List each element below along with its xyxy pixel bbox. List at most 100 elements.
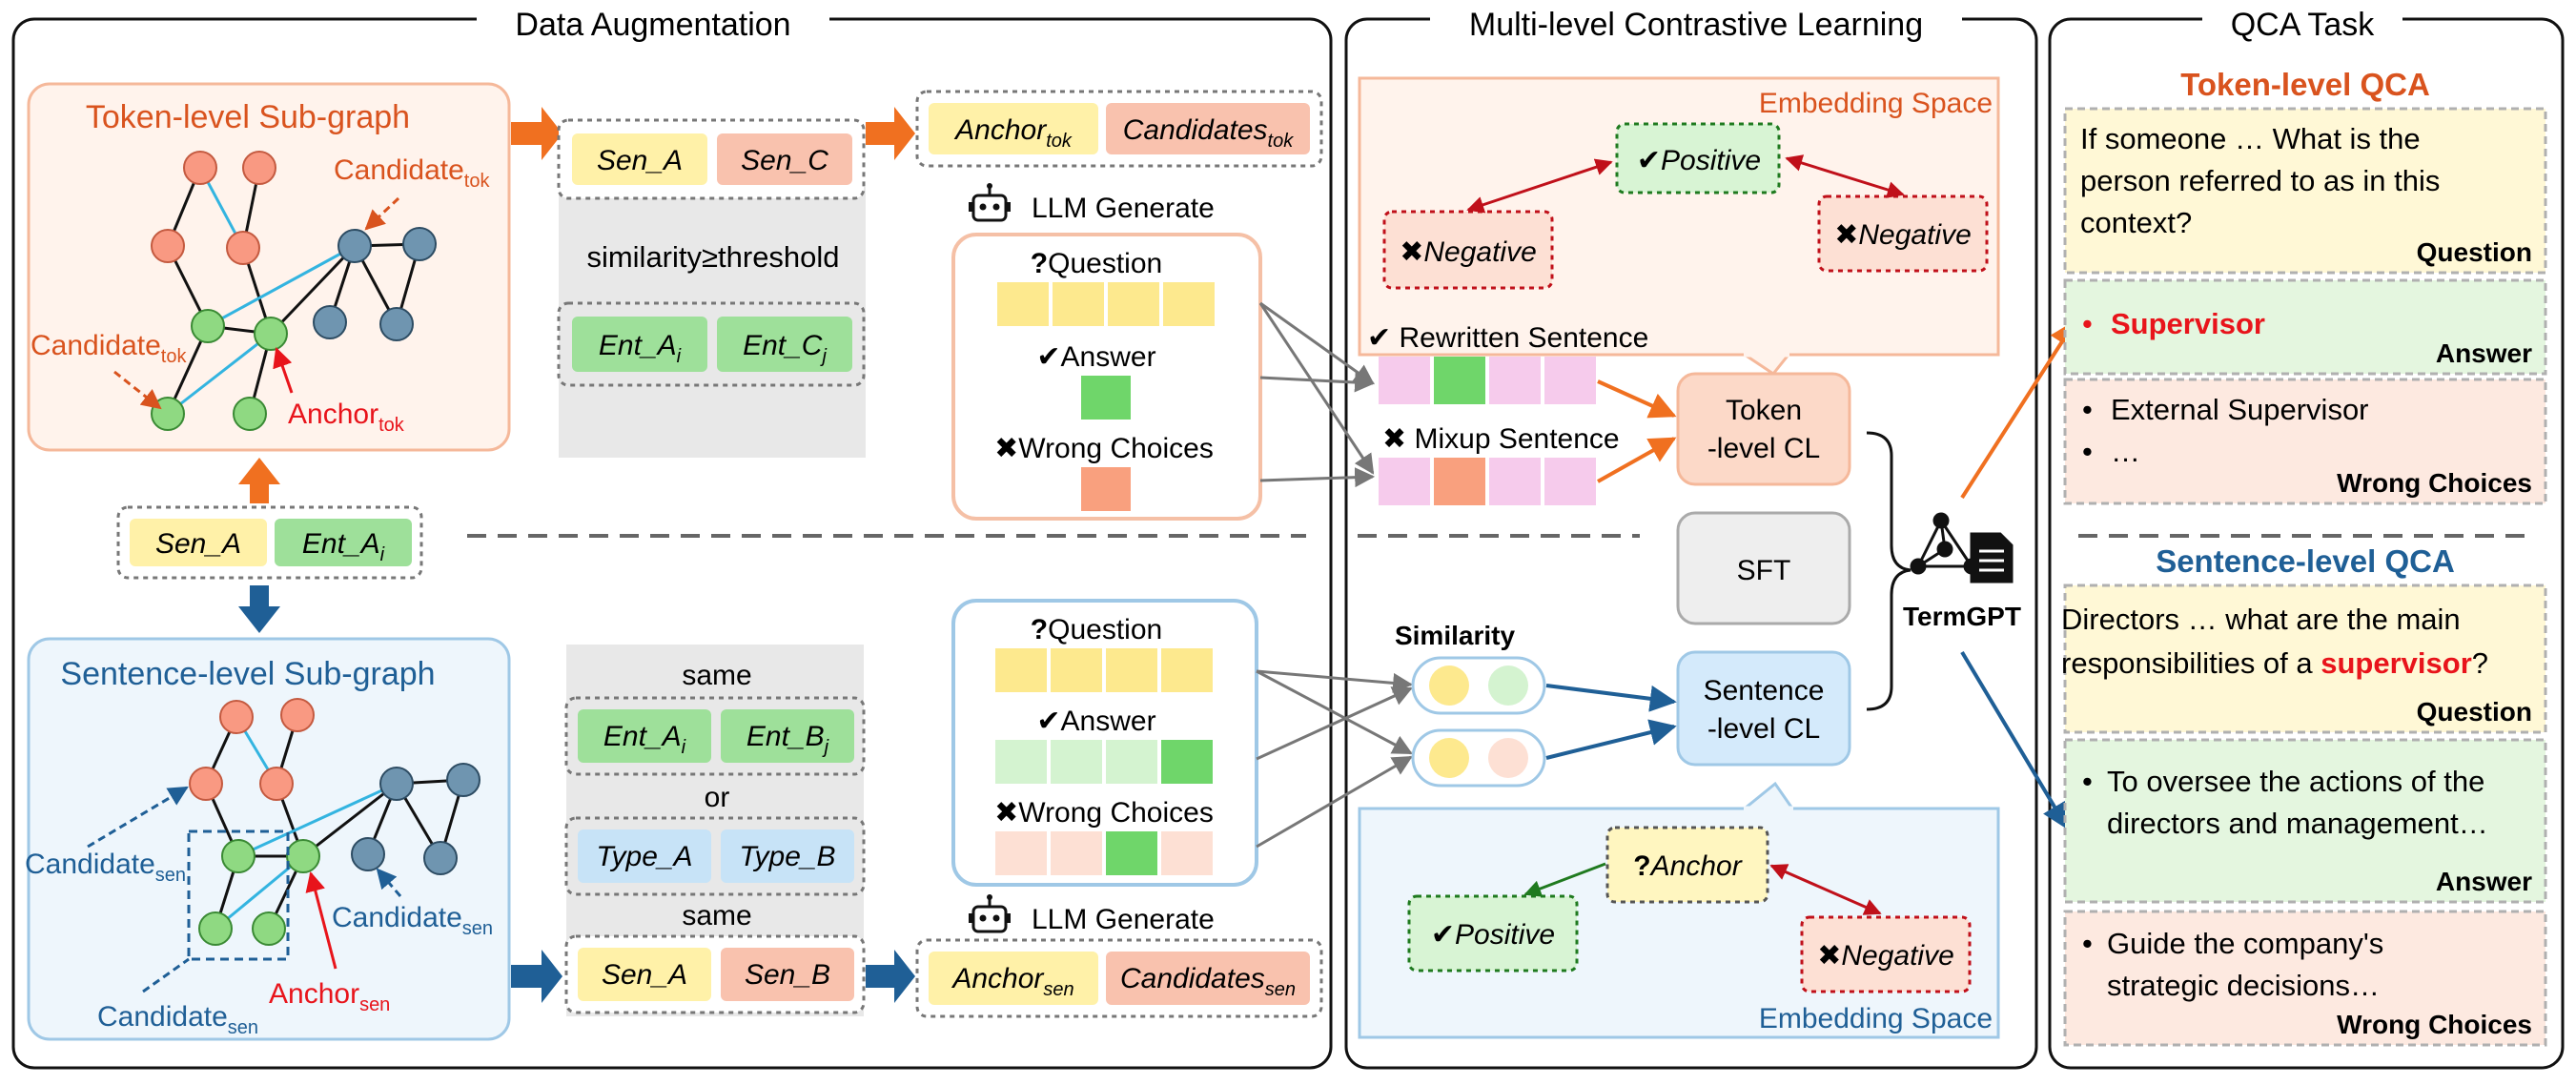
anchor-label: ?Anchor bbox=[1633, 850, 1742, 882]
token-wrong-bullet: • bbox=[2082, 393, 2093, 426]
sentence-candidate-right-label: Candidatesen bbox=[332, 902, 493, 939]
graph-node bbox=[379, 767, 414, 801]
token-wrong-2: … bbox=[2111, 435, 2140, 468]
arrow-orange bbox=[511, 107, 562, 160]
sentence-question-line2: responsibilities of a supervisor? bbox=[2061, 646, 2488, 680]
connector-arrows bbox=[1256, 301, 1414, 849]
similarity-block: Similarity bbox=[1395, 621, 1677, 788]
graph-node bbox=[252, 911, 286, 946]
graph-node bbox=[183, 151, 217, 185]
center-sen-a: Sen_A bbox=[155, 528, 241, 560]
llm-generate-sentence: ?Question ✔Answer ✖Wrong Choices LLM Gen… bbox=[951, 599, 1258, 935]
question-tag: Question bbox=[2417, 237, 2532, 267]
sentence-wrong-line1: Guide the company's bbox=[2107, 927, 2383, 960]
rewritten-cells bbox=[1379, 357, 1596, 404]
token-augmentation: Sen_A Sen_C similarity≥threshold Ent_Ai … bbox=[511, 90, 1323, 458]
sentence-qca-title: Sentence-level QCA bbox=[2156, 543, 2455, 579]
sft-label: SFT bbox=[1737, 555, 1791, 586]
augmentation-title: Data Augmentation bbox=[515, 7, 790, 43]
qca-title: QCA Task bbox=[2231, 7, 2376, 43]
sentence-candidate-left-label: Candidatesen bbox=[25, 849, 186, 886]
answer-cells bbox=[995, 740, 1213, 784]
robot-icon bbox=[969, 894, 1011, 933]
wrong-choices-label: ✖Wrong Choices bbox=[994, 797, 1214, 829]
anchor-tok: Anchortok bbox=[953, 114, 1073, 152]
mixup-cells bbox=[1379, 458, 1596, 505]
graph-node bbox=[233, 397, 267, 431]
graph-node bbox=[259, 767, 294, 801]
answer-label: ✔Answer bbox=[1036, 706, 1155, 737]
graph-node bbox=[313, 305, 347, 339]
positive-label: ✔Positive bbox=[1637, 145, 1761, 176]
sentence-wrong-line2: strategic decisions… bbox=[2107, 969, 2380, 1002]
graph-node bbox=[351, 837, 385, 871]
center-pair: Sen_A Ent_Ai bbox=[116, 505, 423, 580]
token-answer: Supervisor bbox=[2111, 307, 2265, 340]
token-embedding-space: Embedding Space ✔Positive ✖Negative ✖Neg… bbox=[1358, 76, 2000, 377]
graph-node bbox=[191, 309, 225, 343]
wrong-cells bbox=[995, 831, 1213, 875]
token-cl-box bbox=[1676, 372, 1851, 486]
graph-node bbox=[151, 229, 185, 263]
arrow-orange bbox=[866, 107, 915, 160]
sentence-answer-line2: directors and management… bbox=[2107, 807, 2488, 840]
graph-node bbox=[446, 763, 480, 797]
wrong-tag: Wrong Choices bbox=[2337, 1010, 2532, 1039]
token-wrong-bullet: • bbox=[2082, 435, 2093, 468]
question-tag: Question bbox=[2417, 697, 2532, 727]
similarity-threshold: similarity≥threshold bbox=[586, 240, 839, 274]
termgpt-icon bbox=[1910, 512, 2014, 583]
sentence-candidate-bottom-label: Candidatesen bbox=[97, 1001, 258, 1038]
type-a: Type_A bbox=[596, 841, 692, 872]
negative-label: ✖Negative bbox=[1834, 219, 1972, 251]
sentence-graph-nodes bbox=[189, 698, 480, 946]
sentence-subgraph-title: Sentence-level Sub-graph bbox=[60, 656, 435, 692]
answer-tag: Answer bbox=[2436, 867, 2532, 896]
token-candidate-left-label: Candidatetok bbox=[31, 330, 187, 367]
question-cells bbox=[995, 648, 1213, 692]
token-cl-inputs: ✔ Rewritten Sentence ✖ Mixup Sentence bbox=[1367, 322, 1677, 505]
robot-icon bbox=[969, 183, 1011, 222]
token-qca-title: Token-level QCA bbox=[2180, 67, 2430, 102]
termgpt-label: TermGPT bbox=[1903, 602, 2021, 631]
same-bottom: same bbox=[682, 900, 751, 931]
cl-modules: Token -level CL SFT Sentence -level CL bbox=[1676, 372, 1912, 767]
graph-node bbox=[402, 227, 437, 261]
center-ent-a: Ent_Ai bbox=[302, 528, 385, 565]
qca-token: Token-level QCA If someone … What is the… bbox=[2063, 67, 2547, 505]
wrong-choices-label: ✖Wrong Choices bbox=[994, 433, 1214, 464]
arrow-down-blue bbox=[238, 585, 280, 633]
sentence-ent-b: Ent_Bj bbox=[746, 721, 829, 758]
similarity-label: Similarity bbox=[1395, 621, 1515, 650]
graph-node bbox=[221, 839, 256, 873]
sentence-anchor-label: Anchorsen bbox=[269, 978, 390, 1015]
token-answer-bullet: • bbox=[2082, 307, 2093, 340]
llm-generate-label: LLM Generate bbox=[1032, 193, 1215, 224]
graph-node bbox=[242, 151, 276, 185]
brace bbox=[1866, 431, 1912, 711]
sentence-answer-line1: To oversee the actions of the bbox=[2107, 765, 2484, 798]
positive-label: ✔Positive bbox=[1431, 919, 1555, 951]
token-graph-nodes bbox=[151, 151, 437, 431]
sentence-sen-a: Sen_A bbox=[602, 959, 687, 991]
wrong-tag: Wrong Choices bbox=[2337, 468, 2532, 498]
answer-tag: Answer bbox=[2436, 338, 2532, 368]
anchor-sen: Anchorsen bbox=[951, 963, 1073, 1000]
sentence-embedding-label: Embedding Space bbox=[1759, 1003, 1993, 1034]
arrow-blue bbox=[866, 950, 915, 1003]
question-cells bbox=[997, 282, 1215, 326]
answer-label: ✔Answer bbox=[1036, 341, 1155, 373]
token-question-line1: If someone … What is the bbox=[2080, 122, 2421, 155]
sentence-answer-bullet: • bbox=[2082, 765, 2093, 798]
sentence-subgraph-box bbox=[27, 637, 511, 1041]
token-subgraph-box bbox=[27, 82, 511, 452]
graph-node bbox=[219, 700, 254, 734]
or-label: or bbox=[705, 782, 730, 813]
panel-frames: Data Augmentation Multi-level Contrastiv… bbox=[11, 4, 2565, 1070]
termgpt-block: TermGPT bbox=[1903, 319, 2076, 830]
sentence-cl-line2: -level CL bbox=[1707, 713, 1820, 745]
type-b: Type_B bbox=[739, 841, 835, 872]
token-sen-c: Sen_C bbox=[741, 145, 828, 176]
negative-label: ✖Negative bbox=[1400, 236, 1537, 268]
sentence-wrong-bullet: • bbox=[2082, 927, 2093, 960]
